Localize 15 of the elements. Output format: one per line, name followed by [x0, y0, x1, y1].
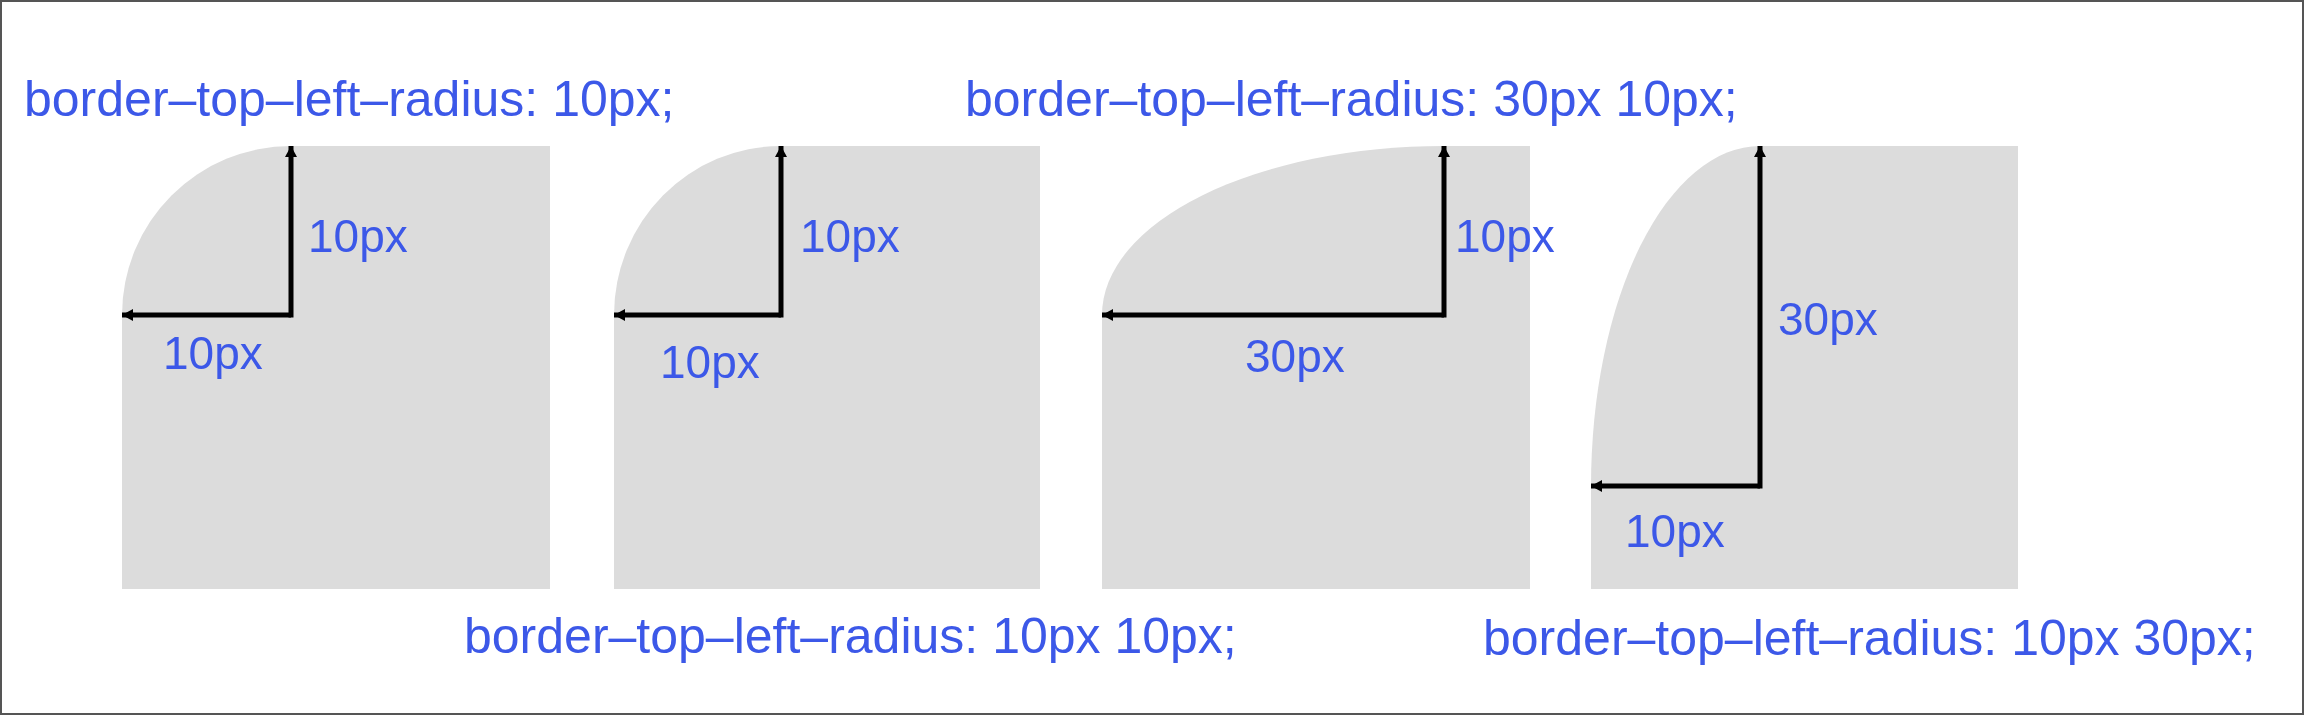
- rounded-corner-shape: [1591, 146, 2018, 589]
- rounded-corner-shape: [122, 146, 550, 589]
- dimension-label: 10px: [163, 327, 263, 380]
- css-code-caption: border–top–left–radius: 30px 10px;: [965, 70, 1738, 128]
- rounded-corner-shape: [614, 146, 1040, 589]
- dimension-label: 10px: [800, 210, 900, 263]
- css-code-caption: border–top–left–radius: 10px 10px;: [464, 607, 1237, 665]
- dimension-label: 10px: [660, 336, 760, 389]
- dimension-label: 10px: [308, 210, 408, 263]
- dimension-label: 30px: [1778, 293, 1878, 346]
- css-code-caption: border–top–left–radius: 10px 30px;: [1483, 609, 2256, 667]
- dimension-label: 30px: [1245, 330, 1345, 383]
- dimension-label: 10px: [1625, 505, 1725, 558]
- css-code-caption: border–top–left–radius: 10px;: [24, 70, 675, 128]
- dimension-label: 10px: [1455, 210, 1555, 263]
